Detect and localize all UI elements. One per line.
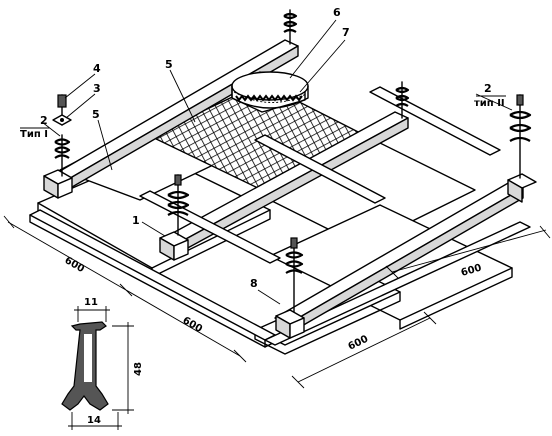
- cross-tee-2: [254, 134, 386, 204]
- callout-5-mesh: 5: [165, 58, 173, 71]
- profile-dim-height: 48: [133, 362, 144, 376]
- connector-left: [43, 169, 73, 199]
- carrier-beams: [47, 39, 524, 335]
- hanger-type2: [509, 94, 532, 179]
- callout-4: 4: [93, 62, 101, 75]
- light-fixture: [231, 71, 309, 113]
- callout-7: 7: [342, 26, 350, 39]
- dimension-lines: [3, 215, 551, 389]
- hanger-top-back: [283, 9, 298, 45]
- connector-right-front: [507, 173, 537, 203]
- callout-2-type2: 2: [484, 82, 492, 95]
- callout-2-type1: 2: [40, 114, 48, 127]
- callout-1: 1: [132, 214, 140, 227]
- callout-leaders: [41, 19, 513, 305]
- connector-8: [275, 309, 305, 339]
- connectors: [43, 169, 537, 339]
- hanger-middle: [167, 174, 190, 236]
- connector-1: [159, 231, 189, 261]
- dimension-label-left: 600: [63, 255, 87, 275]
- callout-3: 3: [93, 82, 101, 95]
- type-1-label: Тип I: [20, 129, 48, 140]
- hanger-mid-right: [395, 81, 410, 119]
- callout-8: 8: [250, 277, 258, 290]
- cross-tee-1: [139, 190, 281, 264]
- callout-5-panel: 5: [92, 108, 100, 121]
- profile-cross-section: [61, 306, 134, 430]
- dimension-label-front-mid: 600: [181, 315, 205, 335]
- type-2-label: тип II: [474, 98, 505, 109]
- hanger-front: [285, 237, 304, 313]
- hanger-type1-detail: [52, 94, 72, 126]
- dimension-label-front-right: 600: [346, 334, 370, 353]
- profile-dim-top: 11: [84, 297, 98, 308]
- callout-6: 6: [333, 6, 341, 19]
- fixture-grille: [235, 94, 303, 102]
- hanger-left-back: [54, 134, 71, 177]
- profile-dim-bottom: 14: [87, 415, 101, 426]
